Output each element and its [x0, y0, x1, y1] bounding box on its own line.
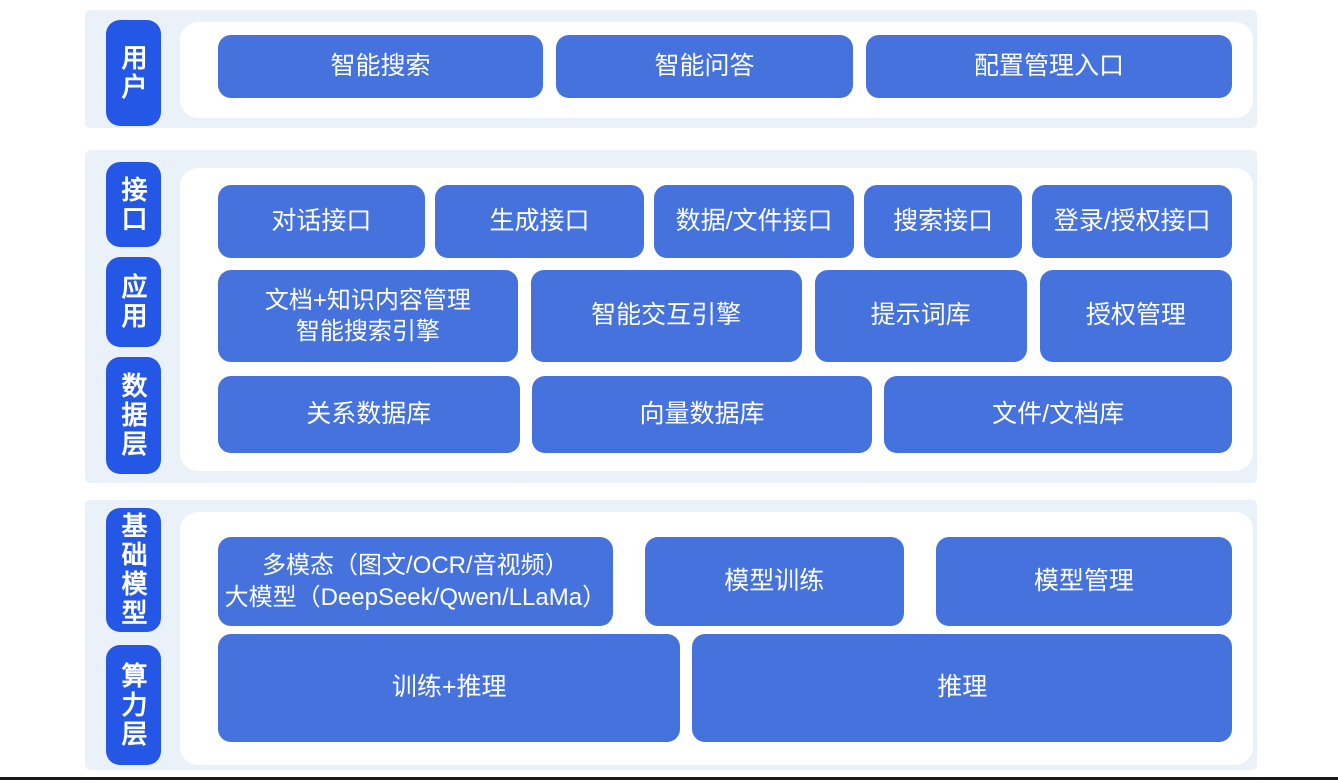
node-intelligent-qa: 智能问答	[556, 35, 853, 98]
layer-label-data: 数据层	[106, 357, 161, 474]
node-vector-database: 向量数据库	[531, 376, 873, 453]
node-dialog-api: 对话接口	[218, 185, 425, 258]
node-login-auth-api: 登录/授权接口	[1032, 185, 1232, 258]
compute-row: 训练+推理 推理	[218, 634, 1232, 742]
node-search-api: 搜索接口	[863, 185, 1023, 258]
bottom-divider	[0, 777, 1338, 780]
layer-band-model-compute: 基础模型 算力层 多模态（图文/OCR/音视频） 大模型（DeepSeek/Qw…	[85, 500, 1257, 770]
node-model-training: 模型训练	[644, 537, 904, 626]
layer-label-application: 应用	[106, 257, 161, 347]
layer-label-user: 用户	[106, 20, 161, 126]
data-layer-row: 关系数据库 向量数据库 文件/文档库	[218, 376, 1232, 453]
layer-label-foundation-model: 基础模型	[106, 508, 161, 632]
layer-chip-column: 基础模型 算力层	[106, 508, 161, 765]
layer-chip-column: 接口 应用 数据层	[106, 162, 161, 474]
interface-row: 对话接口 生成接口 数据/文件接口 搜索接口 登录/授权接口	[218, 185, 1232, 258]
node-doc-knowledge-search-engine: 文档+知识内容管理 智能搜索引擎	[218, 270, 518, 362]
application-row: 文档+知识内容管理 智能搜索引擎 智能交互引擎 提示词库 授权管理	[218, 270, 1233, 362]
node-config-management-entry: 配置管理入口	[866, 35, 1232, 98]
node-label-line2: 智能搜索引擎	[295, 318, 440, 345]
interface-app-data-panel: 对话接口 生成接口 数据/文件接口 搜索接口 登录/授权接口 文档+知识内容管理…	[180, 168, 1253, 471]
node-authorization-management: 授权管理	[1039, 270, 1233, 362]
node-model-management: 模型管理	[935, 537, 1232, 626]
model-compute-panel: 多模态（图文/OCR/音视频） 大模型（DeepSeek/Qwen/LLaMa）…	[180, 512, 1253, 765]
node-multimodal-llm: 多模态（图文/OCR/音视频） 大模型（DeepSeek/Qwen/LLaMa）	[218, 537, 613, 626]
node-training-plus-inference: 训练+推理	[218, 634, 681, 742]
user-panel: 智能搜索 智能问答 配置管理入口	[180, 22, 1253, 118]
layer-band-user: 用户 智能搜索 智能问答 配置管理入口	[85, 10, 1257, 128]
node-generation-api: 生成接口	[434, 185, 645, 258]
layer-chip-column: 用户	[106, 20, 161, 126]
layer-band-interface-app-data: 接口 应用 数据层 对话接口 生成接口 数据/文件接口 搜索接口 登录/授权接口…	[85, 150, 1257, 483]
node-label-line2: 大模型（DeepSeek/Qwen/LLaMa）	[224, 583, 607, 611]
node-data-file-api: 数据/文件接口	[654, 185, 854, 258]
layer-label-interface: 接口	[106, 162, 161, 247]
node-relational-database: 关系数据库	[218, 376, 520, 453]
node-inference: 推理	[692, 634, 1232, 742]
node-prompt-library: 提示词库	[814, 270, 1027, 362]
node-intelligent-interaction-engine: 智能交互引擎	[530, 270, 802, 362]
node-label-line1: 文档+知识内容管理	[264, 286, 471, 314]
node-file-document-store: 文件/文档库	[884, 376, 1232, 453]
foundation-model-row: 多模态（图文/OCR/音视频） 大模型（DeepSeek/Qwen/LLaMa）…	[218, 537, 1232, 626]
node-intelligent-search: 智能搜索	[218, 35, 543, 98]
layer-label-compute: 算力层	[106, 645, 161, 765]
node-label-line1: 多模态（图文/OCR/音视频）	[261, 552, 569, 580]
node-row: 智能搜索 智能问答 配置管理入口	[218, 35, 1232, 98]
